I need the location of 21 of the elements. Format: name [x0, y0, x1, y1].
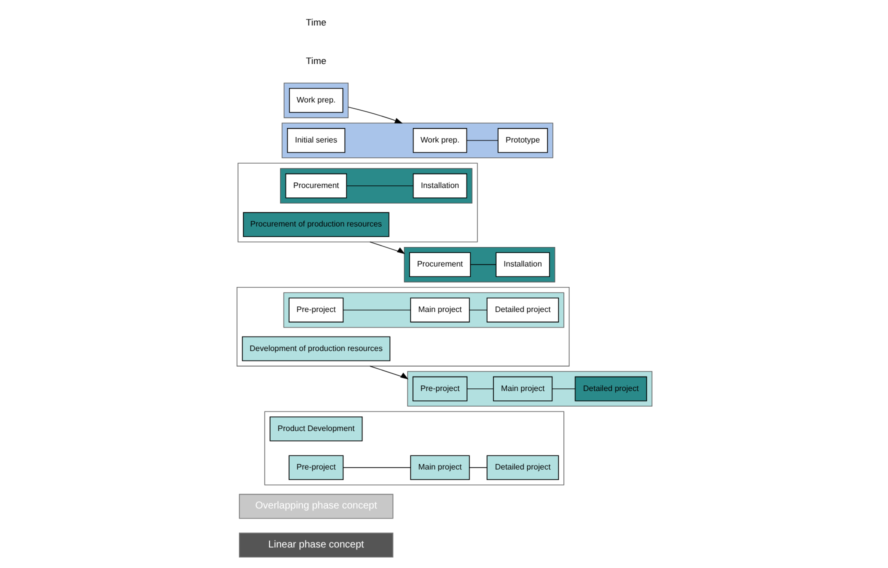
connector: [470, 264, 496, 265]
label: Time: [305, 56, 326, 66]
cluster: [264, 411, 564, 486]
arrow: [369, 366, 408, 380]
connector: [468, 467, 487, 468]
cluster: [282, 292, 564, 328]
label: Time: [305, 17, 326, 28]
connector: [552, 388, 575, 390]
cluster: [280, 168, 472, 204]
cluster: [237, 162, 478, 242]
connector: [342, 467, 410, 468]
arrow: [369, 242, 405, 254]
cluster: [281, 122, 553, 158]
cluster: [403, 246, 555, 282]
cluster: [406, 371, 652, 407]
arrow: [347, 106, 402, 124]
cluster: [283, 82, 348, 118]
cluster: [236, 287, 570, 366]
connector: [466, 388, 494, 390]
node-box: Linear phase concept: [238, 532, 393, 558]
connector: [466, 140, 498, 141]
